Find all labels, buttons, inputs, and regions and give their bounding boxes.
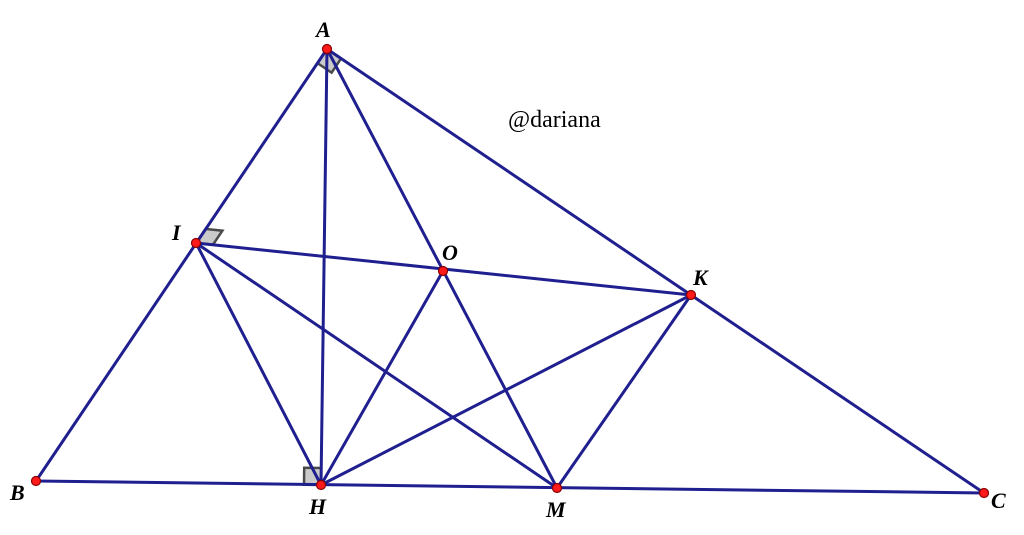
- label-i: I: [171, 220, 182, 245]
- point-k: [685, 289, 697, 301]
- segment-ih: [194, 241, 323, 487]
- point-a: [321, 43, 333, 55]
- point-m: [551, 482, 563, 494]
- segment-ac: [325, 47, 986, 495]
- points: [30, 43, 990, 499]
- label-k: K: [692, 265, 709, 290]
- segment-km: [555, 293, 693, 490]
- point-labels: A B C H M I K O: [9, 17, 1006, 522]
- label-o: O: [442, 240, 458, 265]
- segment-oh: [319, 269, 445, 487]
- label-h: H: [308, 494, 327, 519]
- right-angle-markers: [193, 47, 343, 487]
- segment-bc: [34, 479, 986, 495]
- point-h: [315, 479, 327, 491]
- point-i: [190, 237, 202, 249]
- label-c: C: [991, 488, 1006, 513]
- segment-im: [194, 241, 559, 490]
- label-a: A: [314, 17, 331, 42]
- point-c: [978, 487, 990, 499]
- segment-ah: [319, 47, 329, 487]
- label-b: B: [9, 480, 25, 505]
- point-o: [437, 265, 449, 277]
- point-b: [30, 475, 42, 487]
- label-m: M: [545, 497, 567, 522]
- segment-ab: [34, 47, 329, 483]
- segment-kh: [319, 293, 693, 487]
- watermark-text: @dariana: [508, 107, 601, 133]
